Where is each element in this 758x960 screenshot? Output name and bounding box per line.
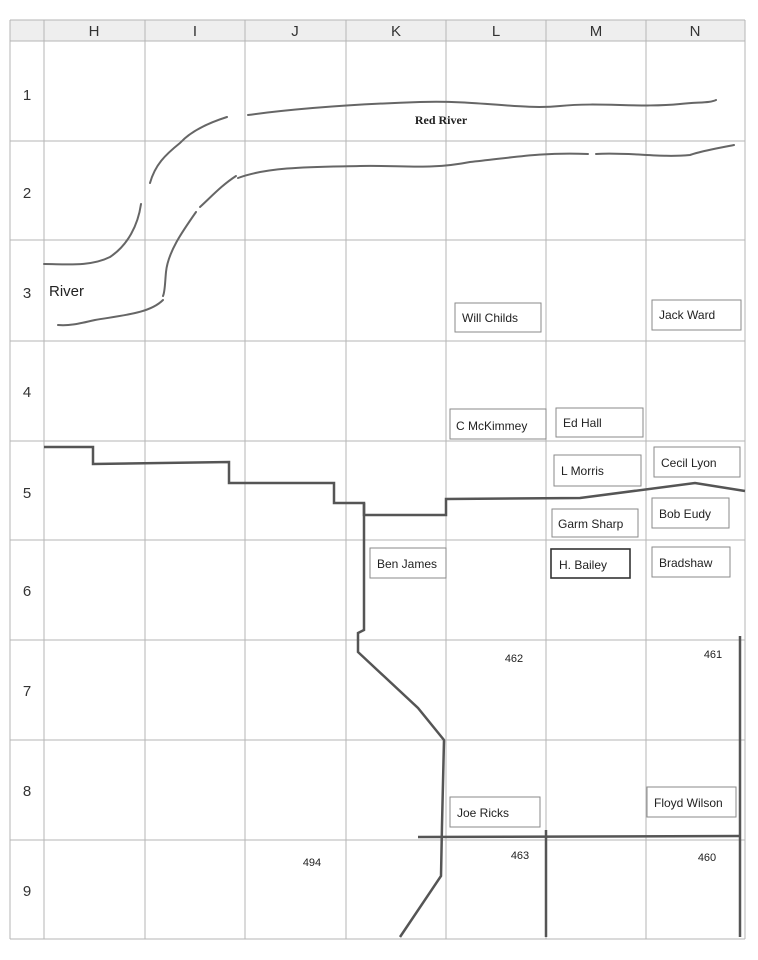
owner-box-will-childs: [454, 302, 542, 333]
owner-box-l-morris: [553, 454, 642, 487]
column-header-h: H: [89, 23, 100, 40]
red-river-south-bank-east: [595, 144, 735, 157]
row-header-5: 5: [23, 485, 31, 502]
owner-box-cecil-lyon: [653, 446, 741, 478]
owner-ben-james: Ben James: [377, 557, 437, 571]
owner-c-mckimmey: C McKimmey: [456, 419, 527, 433]
owner-joe-ricks: Joe Ricks: [457, 806, 509, 820]
owner-bob-eudy: Bob Eudy: [659, 507, 711, 521]
river-lower-bank-west: [57, 299, 164, 327]
row-header-bar: [10, 41, 44, 939]
row-header-6: 6: [23, 583, 31, 600]
red-river-south-bank: [237, 152, 589, 179]
river-upper-bank: [149, 116, 228, 184]
red-river-label: Red River: [415, 113, 468, 127]
column-header-j: J: [291, 23, 299, 40]
red-river: [43, 99, 735, 327]
road-section-9: [417, 834, 741, 839]
owner-box-jack-ward: [651, 299, 742, 331]
owner-bradshaw: Bradshaw: [659, 556, 713, 570]
owner-box-floyd-wilson: [646, 786, 737, 818]
row-header-4: 4: [23, 384, 31, 401]
owner-jack-ward: Jack Ward: [659, 308, 715, 322]
section-number-460: 460: [698, 852, 716, 864]
owner-l-morris: L Morris: [561, 464, 604, 478]
owner-box-ed-hall: [555, 407, 644, 438]
stepped-boundary: [44, 445, 746, 517]
section-number-494: 494: [303, 857, 321, 869]
row-header-2: 2: [23, 185, 31, 202]
boundary-lines: [44, 445, 746, 938]
row-headers: 1 2 3 4 5 6 7 8 9: [23, 87, 31, 900]
river-lower-bank-mid: [162, 211, 197, 297]
owner-cecil-lyon: Cecil Lyon: [661, 456, 717, 470]
owner-box-ben-james: [369, 547, 447, 579]
river-upper-bank-mid: [43, 203, 142, 266]
owner-h-bailey: H. Bailey: [559, 558, 607, 572]
owner-box-joe-ricks: [449, 796, 541, 828]
river-label: River: [49, 283, 84, 300]
section-number-462: 462: [505, 653, 523, 665]
owner-box-h-bailey: [550, 548, 631, 579]
row-header-8: 8: [23, 783, 31, 800]
owner-box-bob-eudy: [651, 497, 730, 529]
owner-labels: Will Childs Jack Ward C McKimmey Ed Hall…: [369, 299, 742, 828]
row-header-3: 3: [23, 285, 31, 302]
owner-ed-hall: Ed Hall: [563, 416, 602, 430]
row-header-7: 7: [23, 683, 31, 700]
row-header-9: 9: [23, 883, 31, 900]
owner-box-bradshaw: [651, 546, 731, 578]
county-line: [356, 503, 446, 938]
column-header-i: I: [193, 23, 197, 40]
owner-floyd-wilson: Floyd Wilson: [654, 796, 723, 810]
column-header-l: L: [492, 23, 500, 40]
section-number-461: 461: [704, 649, 722, 661]
river-lower-bank: [199, 175, 237, 208]
column-headers: H I J K L M N: [89, 23, 701, 40]
grid-lines: [9, 19, 746, 940]
section-numbers: 462 461 494 463 460: [303, 649, 722, 869]
owner-garm-sharp: Garm Sharp: [558, 517, 624, 531]
row-header-1: 1: [23, 87, 31, 104]
owner-box-garm-sharp: [551, 508, 639, 538]
column-header-bar: [10, 20, 745, 41]
owner-box-c-mckimmey: [449, 408, 547, 440]
column-header-m: M: [590, 23, 603, 40]
column-header-k: K: [391, 23, 401, 40]
section-number-463: 463: [511, 850, 529, 862]
column-header-n: N: [690, 23, 701, 40]
owner-will-childs: Will Childs: [462, 311, 518, 325]
red-river-north-bank: [247, 99, 717, 116]
